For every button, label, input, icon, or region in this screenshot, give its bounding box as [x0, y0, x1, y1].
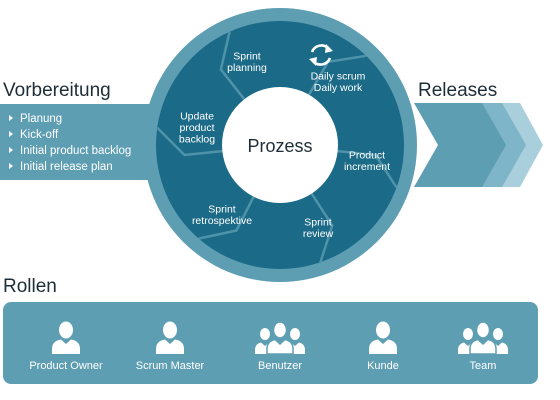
role-team: Team — [428, 320, 538, 372]
preparation-list: Planung Kick-off Initial product backlog… — [9, 111, 131, 175]
list-item: Initial product backlog — [9, 143, 131, 159]
role-label: Product Owner — [29, 360, 103, 372]
roles-title: Rollen — [3, 276, 57, 297]
list-item: Planung — [9, 111, 131, 127]
triangle-bullet-icon — [9, 131, 13, 137]
role-label: Scrum Master — [135, 360, 205, 372]
person-icon — [52, 321, 80, 354]
role-benutzer: Benutzer — [225, 320, 335, 372]
segment-separator — [198, 196, 255, 240]
preparation-title: Vorbereitung — [3, 80, 111, 101]
preparation-arrow-panel — [0, 104, 172, 180]
segment-separator — [310, 192, 334, 263]
triangle-bullet-icon — [9, 115, 13, 121]
role-label: Kunde — [367, 360, 399, 372]
process-center — [222, 87, 338, 203]
role-kunde: Kunde — [328, 320, 438, 372]
list-item: Initial release plan — [9, 159, 131, 175]
list-item: Kick-off — [9, 127, 131, 143]
release-chevron-1 — [414, 103, 506, 187]
roles-panel: Product Owner Scrum Master Benutzer Kund… — [3, 302, 538, 384]
triangle-bullet-icon — [9, 147, 13, 153]
segment-separator — [337, 149, 398, 189]
segment-separator — [219, 31, 246, 101]
person-icon — [156, 321, 184, 354]
group-icon — [458, 321, 508, 354]
role-scrum-master: Scrum Master — [115, 320, 225, 372]
refresh-icon — [309, 44, 333, 66]
process-center-label: Prozess — [247, 136, 312, 156]
role-label: Team — [469, 360, 497, 372]
releases-title: Releases — [418, 80, 498, 101]
group-icon — [255, 321, 305, 354]
role-product-owner: Product Owner — [11, 320, 121, 372]
person-icon — [369, 321, 397, 354]
role-label: Benutzer — [257, 360, 303, 372]
segment-separator — [156, 126, 223, 157]
triangle-bullet-icon — [9, 163, 13, 169]
